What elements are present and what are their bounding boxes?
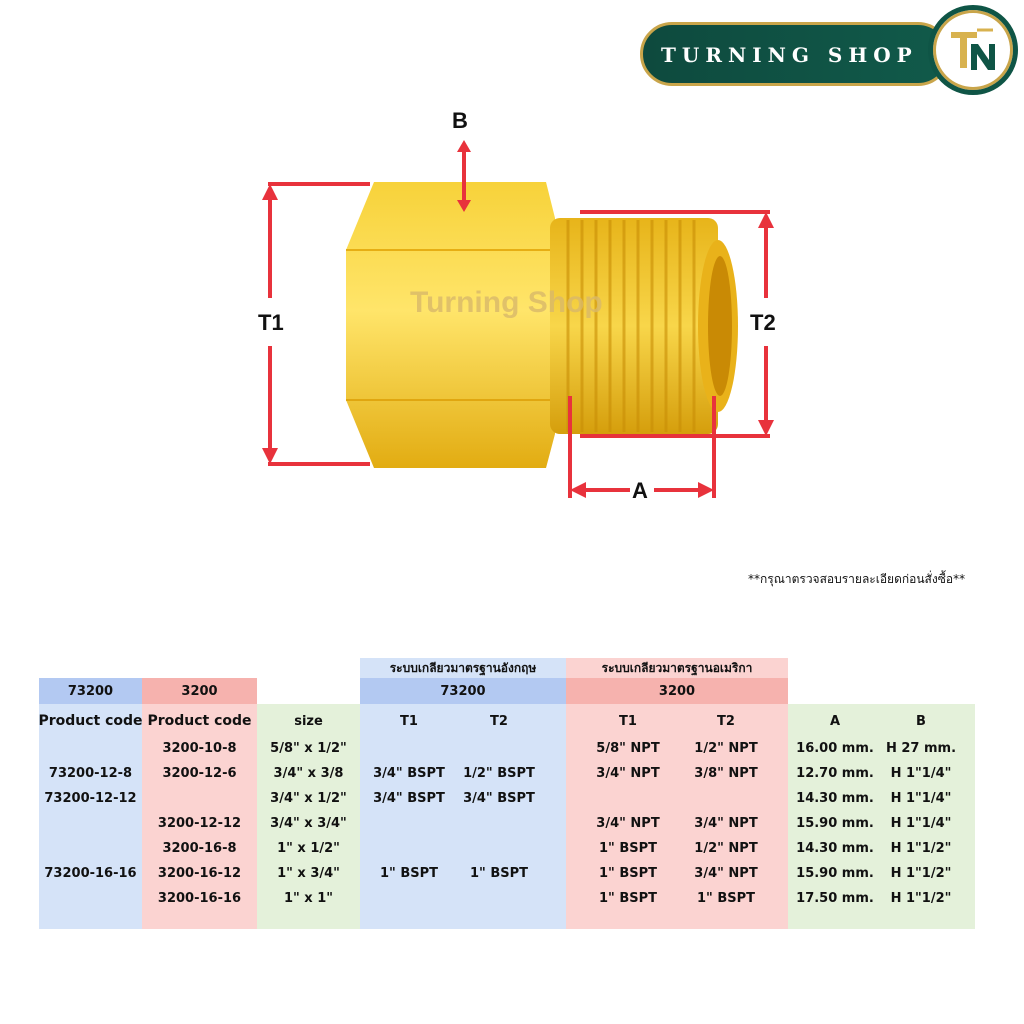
group-english-thread: ระบบเกลียวมาตรฐานอังกฤษ — [360, 658, 566, 678]
cell-bspt-t2: 3/4" BSPT — [463, 791, 535, 806]
label-t1: T1 — [258, 310, 284, 335]
cell-product-code-3200 — [142, 786, 257, 811]
col-bg-3200 — [142, 704, 257, 929]
cell-npt-t1: 1" BSPT — [598, 891, 657, 906]
cell-bspt-t1 — [360, 836, 458, 861]
cell-product-code-3200: 3200-12-6 — [162, 766, 237, 781]
header-product-code-3200: Product code — [147, 713, 252, 729]
cell-product-code-3200: 3200-12-12 — [157, 816, 242, 831]
cell-product-code-3200: 3200-10-8 — [162, 741, 237, 756]
cell-bspt-t2 — [450, 886, 548, 911]
cell-dim-b: H 1"1/4" — [890, 766, 952, 781]
cell-dim-a: 15.90 mm. — [796, 816, 874, 831]
label-a: A — [632, 478, 648, 503]
order-note: **กรุณาตรวจสอบรายละเอียดก่อนสั่งซื้อ** — [748, 572, 966, 586]
cell-dim-a: 14.30 mm. — [796, 791, 874, 806]
cell-npt-t1 — [578, 786, 678, 811]
logo-banner: TURNING SHOP — [640, 22, 950, 86]
cell-product-code-73200: 73200-16-16 — [44, 866, 137, 881]
cell-size: 5/8" x 1/2" — [270, 741, 347, 756]
cell-bspt-t2 — [450, 811, 548, 836]
cell-bspt-t2: 1/2" BSPT — [463, 766, 535, 781]
cell-dim-a: 15.90 mm. — [796, 866, 874, 881]
dimension-arrows — [268, 148, 770, 498]
cell-dim-a: 16.00 mm. — [796, 741, 874, 756]
american-series-code: 3200 — [566, 678, 788, 704]
cell-bspt-t1 — [360, 886, 458, 911]
header-npt-t2: T2 — [717, 713, 735, 729]
cell-bspt-t1: 3/4" BSPT — [373, 766, 445, 781]
cell-size: 1" x 1/2" — [277, 841, 340, 856]
cell-dim-a: 17.50 mm. — [796, 891, 874, 906]
watermark: Turning Shop — [410, 286, 603, 319]
cell-size: 1" x 3/4" — [277, 866, 340, 881]
cell-npt-t1: 1" BSPT — [598, 866, 657, 881]
cell-dim-b: H 1"1/4" — [890, 791, 952, 806]
header-product-code-73200: Product code — [38, 713, 143, 729]
cell-npt-t2: 1/2" NPT — [694, 841, 758, 856]
cell-product-code-73200: 73200-12-8 — [48, 766, 133, 781]
group-american-thread: ระบบเกลียวมาตรฐานอเมริกา — [566, 658, 788, 678]
series-73200-header: 73200 — [39, 678, 142, 704]
cell-size: 3/4" x 1/2" — [270, 791, 347, 806]
cell-dim-b: H 1"1/2" — [890, 891, 952, 906]
hex-body — [346, 182, 555, 468]
header-npt-t1: T1 — [619, 713, 637, 729]
col-bg-bspt — [360, 704, 566, 929]
english-series-code: 73200 — [360, 678, 566, 704]
cell-product-code-73200: 73200-12-12 — [44, 791, 137, 806]
cell-product-code-3200: 3200-16-12 — [157, 866, 242, 881]
cell-npt-t2 — [676, 786, 776, 811]
series-3200-header: 3200 — [142, 678, 257, 704]
logo-badge — [928, 5, 1018, 95]
cell-product-code-3200: 3200-16-8 — [162, 841, 237, 856]
cell-dim-b: H 1"1/4" — [890, 816, 952, 831]
cell-dim-b: H 1"1/2" — [890, 866, 952, 881]
col-bg-npt — [566, 704, 788, 929]
cell-bspt-t1 — [360, 736, 458, 761]
cell-bspt-t1 — [360, 811, 458, 836]
cell-product-code-3200: 3200-16-16 — [157, 891, 242, 906]
cell-dim-a: 12.70 mm. — [796, 766, 874, 781]
cell-bspt-t2 — [450, 836, 548, 861]
cell-npt-t2: 3/4" NPT — [694, 816, 758, 831]
col-bg-dims — [788, 704, 975, 929]
threaded-end — [550, 218, 738, 434]
cell-npt-t2: 1/2" NPT — [694, 741, 758, 756]
cell-bspt-t1: 3/4" BSPT — [373, 791, 445, 806]
cell-product-code-73200 — [39, 836, 142, 861]
label-b: B — [452, 108, 468, 133]
cell-npt-t2: 3/8" NPT — [694, 766, 758, 781]
cell-dim-b: H 27 mm. — [885, 741, 957, 756]
cell-size: 3/4" x 3/8 — [273, 766, 344, 781]
cell-product-code-73200 — [39, 886, 142, 911]
cell-bspt-t2 — [450, 736, 548, 761]
tn-logo-icon — [951, 28, 995, 70]
col-bg-size — [257, 704, 360, 929]
cell-npt-t1: 3/4" NPT — [596, 766, 660, 781]
cell-size: 3/4" x 3/4" — [270, 816, 347, 831]
fitting-diagram: Turning Shop B T1 T2 A — [258, 108, 776, 503]
cell-dim-b: H 1"1/2" — [890, 841, 952, 856]
header-bspt-t1: T1 — [400, 713, 418, 729]
cell-npt-t1: 1" BSPT — [598, 841, 657, 856]
cell-bspt-t1: 1" BSPT — [379, 866, 438, 881]
cell-npt-t2: 1" BSPT — [696, 891, 755, 906]
cell-npt-t1: 3/4" NPT — [596, 816, 660, 831]
cell-product-code-73200 — [39, 811, 142, 836]
cell-product-code-73200 — [39, 736, 142, 761]
header-b: B — [916, 713, 926, 729]
header-a: A — [829, 713, 841, 729]
cell-npt-t2: 3/4" NPT — [694, 866, 758, 881]
header-size: size — [294, 713, 323, 729]
col-bg-73200 — [39, 704, 142, 929]
cell-bspt-t2: 1" BSPT — [469, 866, 528, 881]
cell-dim-a: 14.30 mm. — [796, 841, 874, 856]
header-bspt-t2: T2 — [490, 713, 508, 729]
cell-size: 1" x 1" — [283, 891, 334, 906]
label-t2: T2 — [750, 310, 776, 335]
logo-text: TURNING SHOP — [661, 43, 918, 67]
cell-npt-t1: 5/8" NPT — [596, 741, 660, 756]
